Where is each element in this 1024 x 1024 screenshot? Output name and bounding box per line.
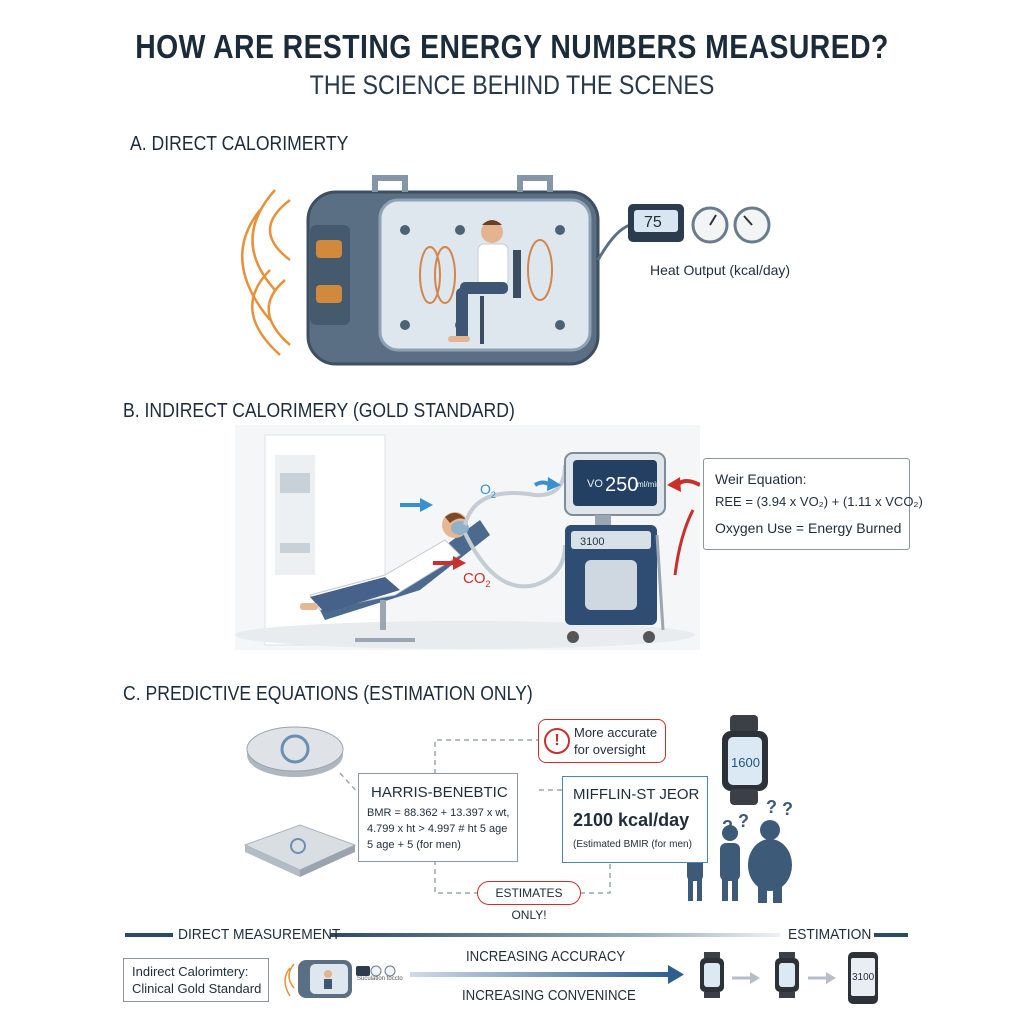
page-subtitle: THE SCIENCE BEHIND THE SCENES <box>309 70 715 100</box>
harris-line-2: 4.799 x ht > 4.997 # ht 5 age <box>367 823 508 835</box>
gold-standard-line-2: Clinical Gold Standard <box>132 981 262 996</box>
mifflin-value: 2100 kcal/day <box>573 810 690 830</box>
svg-text:ml/min: ml/min <box>637 480 661 489</box>
co2-label: CO2 <box>463 570 491 589</box>
svg-text:?: ? <box>766 797 777 817</box>
measurement-spectrum-bar <box>125 933 908 937</box>
watch-value: 1600 <box>731 755 760 770</box>
section-b-heading: B. INDIRECT CALORIMERY (GOLD STANDARD) <box>123 400 515 422</box>
indirect-calorimetry-illustration: 3100 VO 250 ml/min <box>235 425 700 650</box>
alert-line-2: for oversight <box>574 742 646 757</box>
exclamation-icon: ! <box>544 728 570 754</box>
arrow-right-icon <box>826 972 836 984</box>
gold-standard-line-1: Indirect Calorimtery: <box>132 964 249 979</box>
arrow-right-icon <box>750 972 760 984</box>
svg-text:?: ? <box>782 799 793 819</box>
weir-equation-title: Weir Equation: <box>715 471 807 487</box>
gold-standard-box: Indirect Calorimtery: Clinical Gold Stan… <box>123 958 269 1002</box>
direct-measurement-label: DIRECT MEASUREMENT <box>178 926 341 943</box>
mini-chamber-caption: Suculation toccto <box>357 976 403 982</box>
svg-text:VO: VO <box>587 478 603 490</box>
harris-line-1: BMR = 88.362 + 13.397 x wt, <box>367 807 510 819</box>
o2-label: O2 <box>480 481 496 500</box>
monitor-value: 75 <box>644 214 662 231</box>
mifflin-note: (Estimated BMIR (for men) <box>573 839 692 850</box>
accuracy-arrow <box>410 965 684 984</box>
cart-screen-value: 250 <box>605 474 638 496</box>
harris-title: HARRIS-BENEBTIC <box>371 784 508 801</box>
increasing-accuracy-label: INCREASING ACCURACY <box>466 948 626 965</box>
svg-text:?: ? <box>722 817 733 837</box>
alert-line-1: More accurate <box>574 725 658 740</box>
smartphone-icon <box>848 952 878 1004</box>
predictive-equations-illustration: 1600 ???? <box>243 715 793 903</box>
watch-icon <box>700 952 724 998</box>
section-c-heading: C. PREDICTIVE EQUATIONS (ESTIMATION ONLY… <box>123 683 533 705</box>
accuracy-alert: ! More accurate for oversight <box>538 719 666 763</box>
cart-label: 3100 <box>580 536 604 548</box>
watch-icon <box>775 952 799 998</box>
mifflin-st-jeor-box: MIFFLIN-ST JEOR 2100 kcal/day (Estimated… <box>562 776 708 863</box>
phone-value: 3100 <box>852 972 875 983</box>
increasing-convenience-label: INCREASING CONVENINCE <box>462 987 636 1004</box>
mini-chamber-icon <box>284 960 396 998</box>
harris-line-3: 5 age + 5 (for men) <box>367 839 461 851</box>
mifflin-title: MIFFLIN-ST JEOR <box>573 786 700 803</box>
device-progression: 3100 <box>700 952 878 1004</box>
heat-output-label: Heat Output (kcal/day) <box>650 262 791 278</box>
page-title: HOW ARE RESTING ENERGY NUMBERS MEASURED? <box>135 28 889 65</box>
seated-person-icon <box>448 220 521 344</box>
smart-scale-icon <box>243 824 357 877</box>
smartwatch-icon <box>722 715 768 805</box>
metabolic-cart: 3100 <box>564 452 666 643</box>
section-a-heading: A. DIRECT CALORIMERTY <box>130 133 349 155</box>
patient-icon <box>300 512 469 613</box>
svg-text:?: ? <box>738 811 749 831</box>
bioimpedance-disc-icon <box>246 726 344 777</box>
weir-equation: REE = (3.94 x VO₂) + (1.11 x VCO₂) <box>715 494 923 509</box>
harris-benedict-box: HARRIS-BENEBTIC BMR = 88.362 + 13.397 x … <box>358 773 518 862</box>
estimates-only-badge: ESTIMATES ONLY! <box>477 881 581 922</box>
body-types-icon <box>687 820 792 903</box>
weir-equation-note: Oxygen Use = Energy Burned <box>715 520 902 536</box>
weir-equation-box: Weir Equation: REE = (3.94 x VO₂) + (1.1… <box>703 458 923 550</box>
heat-waves-icon <box>241 189 291 356</box>
direct-calorimetry-illustration: 75 <box>241 175 771 366</box>
question-marks-icon: ???? <box>722 797 793 837</box>
estimation-label: ESTIMATION <box>788 926 872 943</box>
